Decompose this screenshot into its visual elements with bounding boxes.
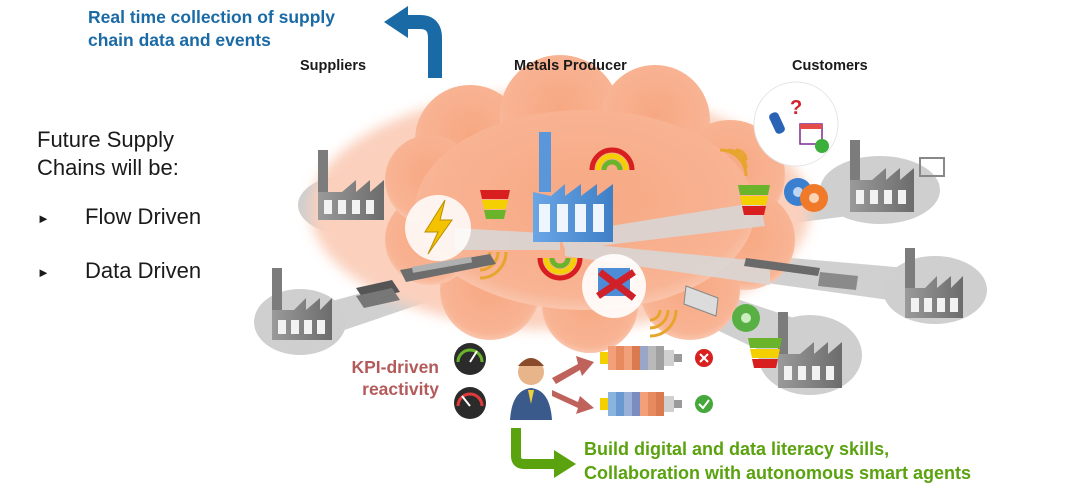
skills-caption-line-1: Build digital and data literacy skills, [584,439,890,459]
producer-status-ring-top-icon [589,147,635,171]
customer-factory-1-icon [850,140,914,212]
energy-lightning-icon [405,195,471,261]
supplier-factory-2-icon [272,268,332,340]
customer-factory-3-icon [778,312,842,388]
broken-machine-icon [582,254,646,318]
forklift-icon [919,157,945,177]
future-supply-heading: Future Supply Chains will be: [37,126,179,182]
decision-arrows [552,356,594,414]
metals-producer-label: Metals Producer [514,58,627,74]
metals-producer-factory-icon [533,132,613,242]
bullet-data-driven-text: Data Driven [85,258,202,283]
gauge-green-icon [454,343,486,375]
operator-avatar-icon [510,358,552,420]
bullet-marker-icon: ► [37,264,50,280]
svg-text:?: ? [790,97,802,119]
kpi-caption-line-1: KPI-driven [351,357,439,377]
kpi-caption-line-2: reactivity [362,379,439,399]
traffic-indicator-supplier-icon [480,190,510,219]
ship-icon [400,254,496,282]
producer-status-ring-bottom-icon [537,257,583,281]
green-coil-icon [732,304,760,332]
green-arrow-icon [511,428,576,478]
train-icon [744,258,820,276]
bullet-marker-icon: ► [37,210,50,226]
future-supply-heading-line-1: Future Supply [37,127,174,152]
suppliers-label: Suppliers [300,58,367,74]
signal-wave-machine-icon [649,309,678,338]
customer-factory-2-icon [905,248,963,318]
steel-plates-icon [356,280,400,308]
upload-arrow-icon [384,6,442,78]
schedule-option-bad-icon [600,346,713,370]
skills-caption-line-2: Collaboration with autonomous smart agen… [584,463,972,483]
data-collection-caption: Real time collection of supply chain dat… [88,6,335,52]
kpi-caption: KPI-driven reactivity [336,356,439,400]
supplier-factory-1-icon [318,150,384,220]
truck-icon [683,285,719,317]
data-collection-line-2: chain data and events [88,30,271,50]
coil-products-icon [784,178,828,212]
traffic-indicator-customer-icon [738,185,770,215]
bullet-flow-driven: ► Flow Driven [37,204,201,230]
pipes-icon [818,272,858,290]
data-collection-line-1: Real time collection of supply [88,7,335,27]
traffic-indicator-customer-3-icon [748,338,782,368]
future-supply-heading-line-2: Chains will be: [37,155,179,180]
skills-caption: Build digital and data literacy skills, … [584,437,971,485]
schedule-option-good-icon [600,392,713,416]
bullet-data-driven: ► Data Driven [37,258,201,284]
customers-label: Customers [792,58,868,74]
customer-order-bubble-icon: ? [753,81,839,167]
signal-wave-customer-icon [719,148,748,177]
bullet-flow-driven-text: Flow Driven [85,204,202,229]
gauge-red-icon [454,387,486,419]
